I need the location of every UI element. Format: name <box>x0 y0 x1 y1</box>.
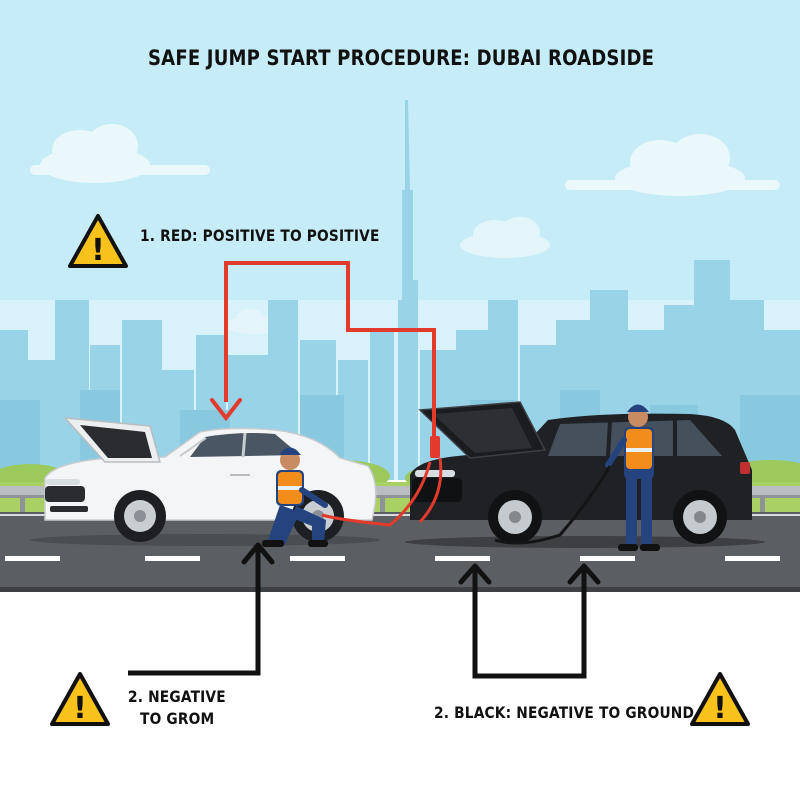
page-title: SAFE JUMP START PROCEDURE: DUBAI ROADSID… <box>148 46 655 70</box>
right-negative-arrowhead-right <box>567 563 601 585</box>
cloud-left <box>30 124 210 183</box>
right-negative-arrowhead-left <box>458 563 492 585</box>
red-route-line <box>224 261 436 436</box>
step-negative-left-label: 2. NEGATIVE TO GROM <box>128 686 226 730</box>
standing-worker <box>605 404 660 551</box>
left-negative-arrowhead <box>241 542 275 565</box>
road-shoulder <box>0 587 800 592</box>
cloud-middle <box>460 217 550 258</box>
svg-text:!: ! <box>73 691 87 726</box>
step-negative-left-line2: TO GROM <box>140 709 215 728</box>
right-negative-route <box>472 566 587 679</box>
cloud-right <box>565 134 780 196</box>
svg-text:!: ! <box>91 233 105 268</box>
step-black-negative-label: 2. BLACK: NEGATIVE TO GROUND <box>434 703 695 722</box>
warning-triangle-icon: ! <box>690 672 750 726</box>
left-negative-route <box>128 545 261 676</box>
black-suv <box>405 401 765 548</box>
step-negative-left-line1: 2. NEGATIVE <box>128 687 226 706</box>
red-cable-clamp-lead <box>418 457 443 524</box>
step-red-positive-label: 1. RED: POSITIVE TO POSITIVE <box>140 226 380 245</box>
warning-triangle-icon: ! <box>50 672 110 726</box>
red-cable-clamp <box>430 436 440 458</box>
red-route-arrowhead <box>210 398 242 422</box>
red-jumper-cable <box>321 461 432 527</box>
svg-text:!: ! <box>713 691 727 726</box>
warning-triangle-icon: ! <box>68 214 128 268</box>
kneeling-worker <box>262 447 328 547</box>
black-jumper-cable <box>494 465 612 545</box>
lane-markings <box>5 556 780 561</box>
